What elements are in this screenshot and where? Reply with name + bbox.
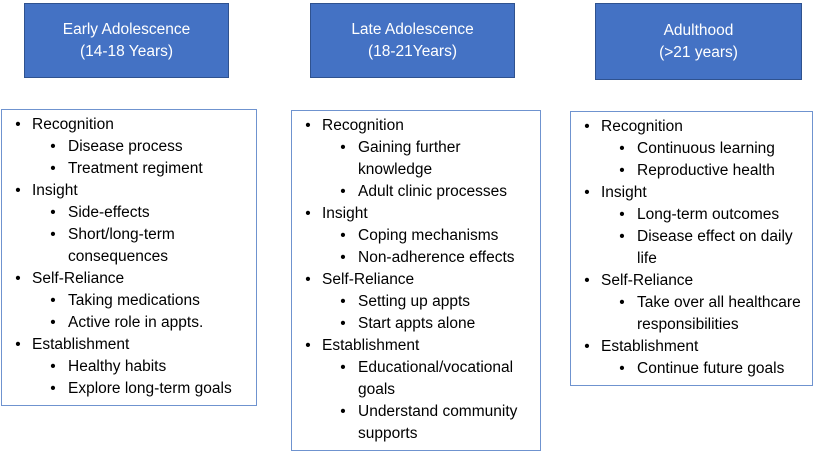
list-item: Take over all healthcare responsibilitie… <box>637 294 801 333</box>
group-label: Establishment <box>601 338 699 355</box>
group-insight: •Insight •Side-effects •Short/long-term … <box>8 180 250 268</box>
list-item: Adult clinic processes <box>358 183 508 200</box>
stage-header-early-adolescence: Early Adolescence (14-18 Years) <box>24 3 229 78</box>
stage-age-range: (18-21Years) <box>367 42 458 60</box>
stage-list-early-adolescence: •Recognition •Disease process •Treatment… <box>1 109 257 406</box>
stage-title: Adulthood <box>663 21 734 39</box>
group-label: Recognition <box>601 118 683 135</box>
group-self-reliance: •Self-Reliance •Taking medications •Acti… <box>8 268 250 334</box>
group-label: Recognition <box>322 117 404 134</box>
group-label: Self-Reliance <box>32 270 125 287</box>
stage-header-late-adolescence: Late Adolescence (18-21Years) <box>310 3 515 78</box>
group-label: Insight <box>322 205 368 222</box>
group-label: Self-Reliance <box>322 271 415 288</box>
list-item: Explore long-term goals <box>68 380 232 397</box>
list-item: Treatment regiment <box>68 160 203 177</box>
list-item: Taking medications <box>68 292 200 309</box>
stage-list-late-adolescence: •Recognition •Gaining further knowledge … <box>291 110 541 451</box>
list-item: Educational/vocational goals <box>358 359 514 398</box>
group-recognition: •Recognition •Continuous learning •Repro… <box>577 116 806 182</box>
list-item: Continue future goals <box>637 360 785 377</box>
group-label: Insight <box>601 184 647 201</box>
list-item: Setting up appts <box>358 293 471 310</box>
group-label: Insight <box>32 182 78 199</box>
list-item: Reproductive health <box>637 162 775 179</box>
stage-title: Late Adolescence <box>351 20 474 38</box>
group-recognition: •Recognition •Disease process •Treatment… <box>8 114 250 180</box>
group-establishment: •Establishment •Educational/vocational g… <box>298 335 534 445</box>
stage-list-adulthood: •Recognition •Continuous learning •Repro… <box>570 111 813 386</box>
group-establishment: •Establishment •Continue future goals <box>577 336 806 380</box>
list-item: Coping mechanisms <box>358 227 499 244</box>
list-item: Healthy habits <box>68 358 167 375</box>
stage-header-adulthood: Adulthood (>21 years) <box>595 3 802 80</box>
group-label: Self-Reliance <box>601 272 694 289</box>
list-item: Active role in appts. <box>68 314 204 331</box>
list-item: Understand community supports <box>358 403 518 442</box>
list-item: Non-adherence effects <box>358 249 515 266</box>
list-item: Start appts alone <box>358 315 476 332</box>
list-item: Disease process <box>68 138 183 155</box>
stage-age-range: (>21 years) <box>659 43 738 61</box>
group-self-reliance: •Self-Reliance •Setting up appts •Start … <box>298 269 534 335</box>
list-item: Side-effects <box>68 204 150 221</box>
list-item: Continuous learning <box>637 140 775 157</box>
stage-age-range: (14-18 Years) <box>79 42 174 60</box>
group-recognition: •Recognition •Gaining further knowledge … <box>298 115 534 203</box>
group-label: Recognition <box>32 116 114 133</box>
stage-title: Early Adolescence <box>62 20 191 38</box>
list-item: Long-term outcomes <box>637 206 780 223</box>
list-item: Gaining further knowledge <box>358 139 461 178</box>
group-insight: •Insight •Coping mechanisms •Non-adheren… <box>298 203 534 269</box>
group-establishment: •Establishment •Healthy habits •Explore … <box>8 334 250 400</box>
list-item: Disease effect on daily life <box>637 228 793 267</box>
group-insight: •Insight •Long-term outcomes •Disease ef… <box>577 182 806 270</box>
group-label: Establishment <box>322 337 420 354</box>
list-item: Short/long-term consequences <box>68 226 175 265</box>
group-label: Establishment <box>32 336 130 353</box>
group-self-reliance: •Self-Reliance •Take over all healthcare… <box>577 270 806 336</box>
